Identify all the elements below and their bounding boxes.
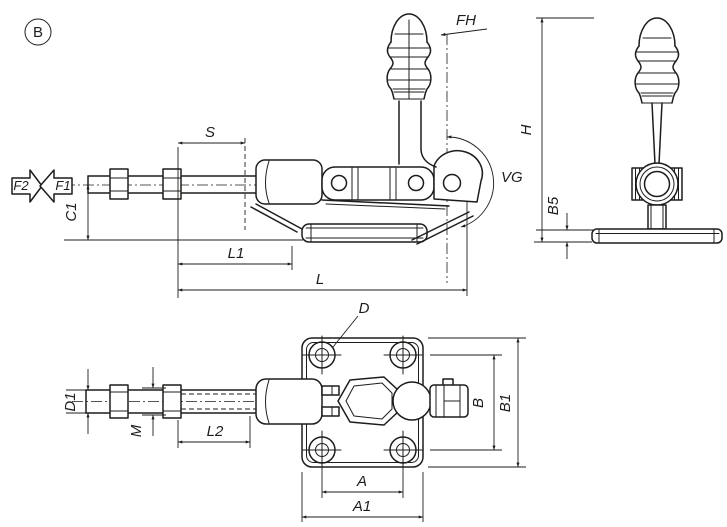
dim-m: M bbox=[128, 367, 166, 437]
mounting-hole bbox=[302, 430, 342, 470]
plunger-rod bbox=[87, 168, 258, 200]
front-view: H B5 bbox=[518, 17, 723, 259]
dim-label-l2: L2 bbox=[207, 423, 224, 440]
dim-l: L bbox=[177, 202, 468, 296]
plan-knob bbox=[429, 378, 469, 418]
dim-label-l: L bbox=[316, 271, 324, 288]
handle-ball bbox=[392, 381, 432, 421]
dim-label-a: A bbox=[356, 473, 367, 490]
swing-angle-arc: VG bbox=[446, 135, 523, 228]
guide-bushing bbox=[255, 159, 323, 205]
plan-mechanism bbox=[255, 376, 469, 426]
dim-label-d1: D1 bbox=[62, 392, 79, 411]
dim-a: A bbox=[321, 466, 404, 498]
mounting-hole bbox=[383, 430, 423, 470]
dim-d1: D1 bbox=[62, 369, 98, 434]
dim-b: B bbox=[430, 354, 502, 451]
dim-l2: L2 bbox=[177, 416, 251, 448]
dim-l1: L1 bbox=[177, 245, 293, 270]
dim-s: S bbox=[177, 124, 246, 298]
variant-badge-label: B bbox=[33, 24, 43, 41]
dim-label-f1: F1 bbox=[55, 178, 70, 193]
dim-label-l1: L1 bbox=[228, 245, 245, 262]
dim-label-fh: FH bbox=[456, 12, 476, 29]
force-arrows: F2 F1 bbox=[11, 169, 73, 203]
link-plates bbox=[321, 150, 484, 203]
dim-label-d: D bbox=[359, 300, 370, 317]
mounting-hole bbox=[302, 335, 342, 375]
dim-h: H bbox=[518, 17, 594, 243]
callout-d: D bbox=[332, 300, 370, 348]
dim-label-vg: VG bbox=[501, 169, 523, 186]
variant-badge: B bbox=[24, 18, 52, 46]
mounting-bracket bbox=[250, 199, 474, 245]
force-arrow-f1 bbox=[39, 169, 73, 203]
dim-label-m: M bbox=[128, 424, 145, 437]
dim-label-b1: B1 bbox=[497, 394, 514, 412]
mounting-hole bbox=[383, 335, 423, 375]
dim-c1: C1 bbox=[63, 184, 303, 241]
plan-view: D D1 M L2 B bbox=[62, 300, 526, 522]
dim-label-c1: C1 bbox=[63, 202, 80, 221]
front-pivot-boss bbox=[631, 162, 683, 206]
dim-label-f2: F2 bbox=[13, 178, 29, 193]
hand-force-arrow: FH bbox=[440, 12, 488, 36]
dim-label-a1: A1 bbox=[352, 498, 371, 515]
dim-b1: B1 bbox=[428, 337, 526, 468]
dim-label-b5: B5 bbox=[545, 196, 562, 215]
dim-label-s: S bbox=[205, 124, 215, 141]
handle bbox=[386, 13, 437, 168]
dim-label-h: H bbox=[518, 124, 535, 135]
dim-a1: A1 bbox=[301, 472, 424, 522]
force-arrow-f2 bbox=[11, 169, 43, 203]
front-handle-grip bbox=[634, 17, 680, 165]
dim-b5: B5 bbox=[536, 196, 594, 259]
dim-label-b: B bbox=[470, 398, 487, 408]
front-stem-and-base bbox=[591, 204, 723, 244]
side-view: FH VG F2 F1 S C1 bbox=[11, 12, 523, 298]
